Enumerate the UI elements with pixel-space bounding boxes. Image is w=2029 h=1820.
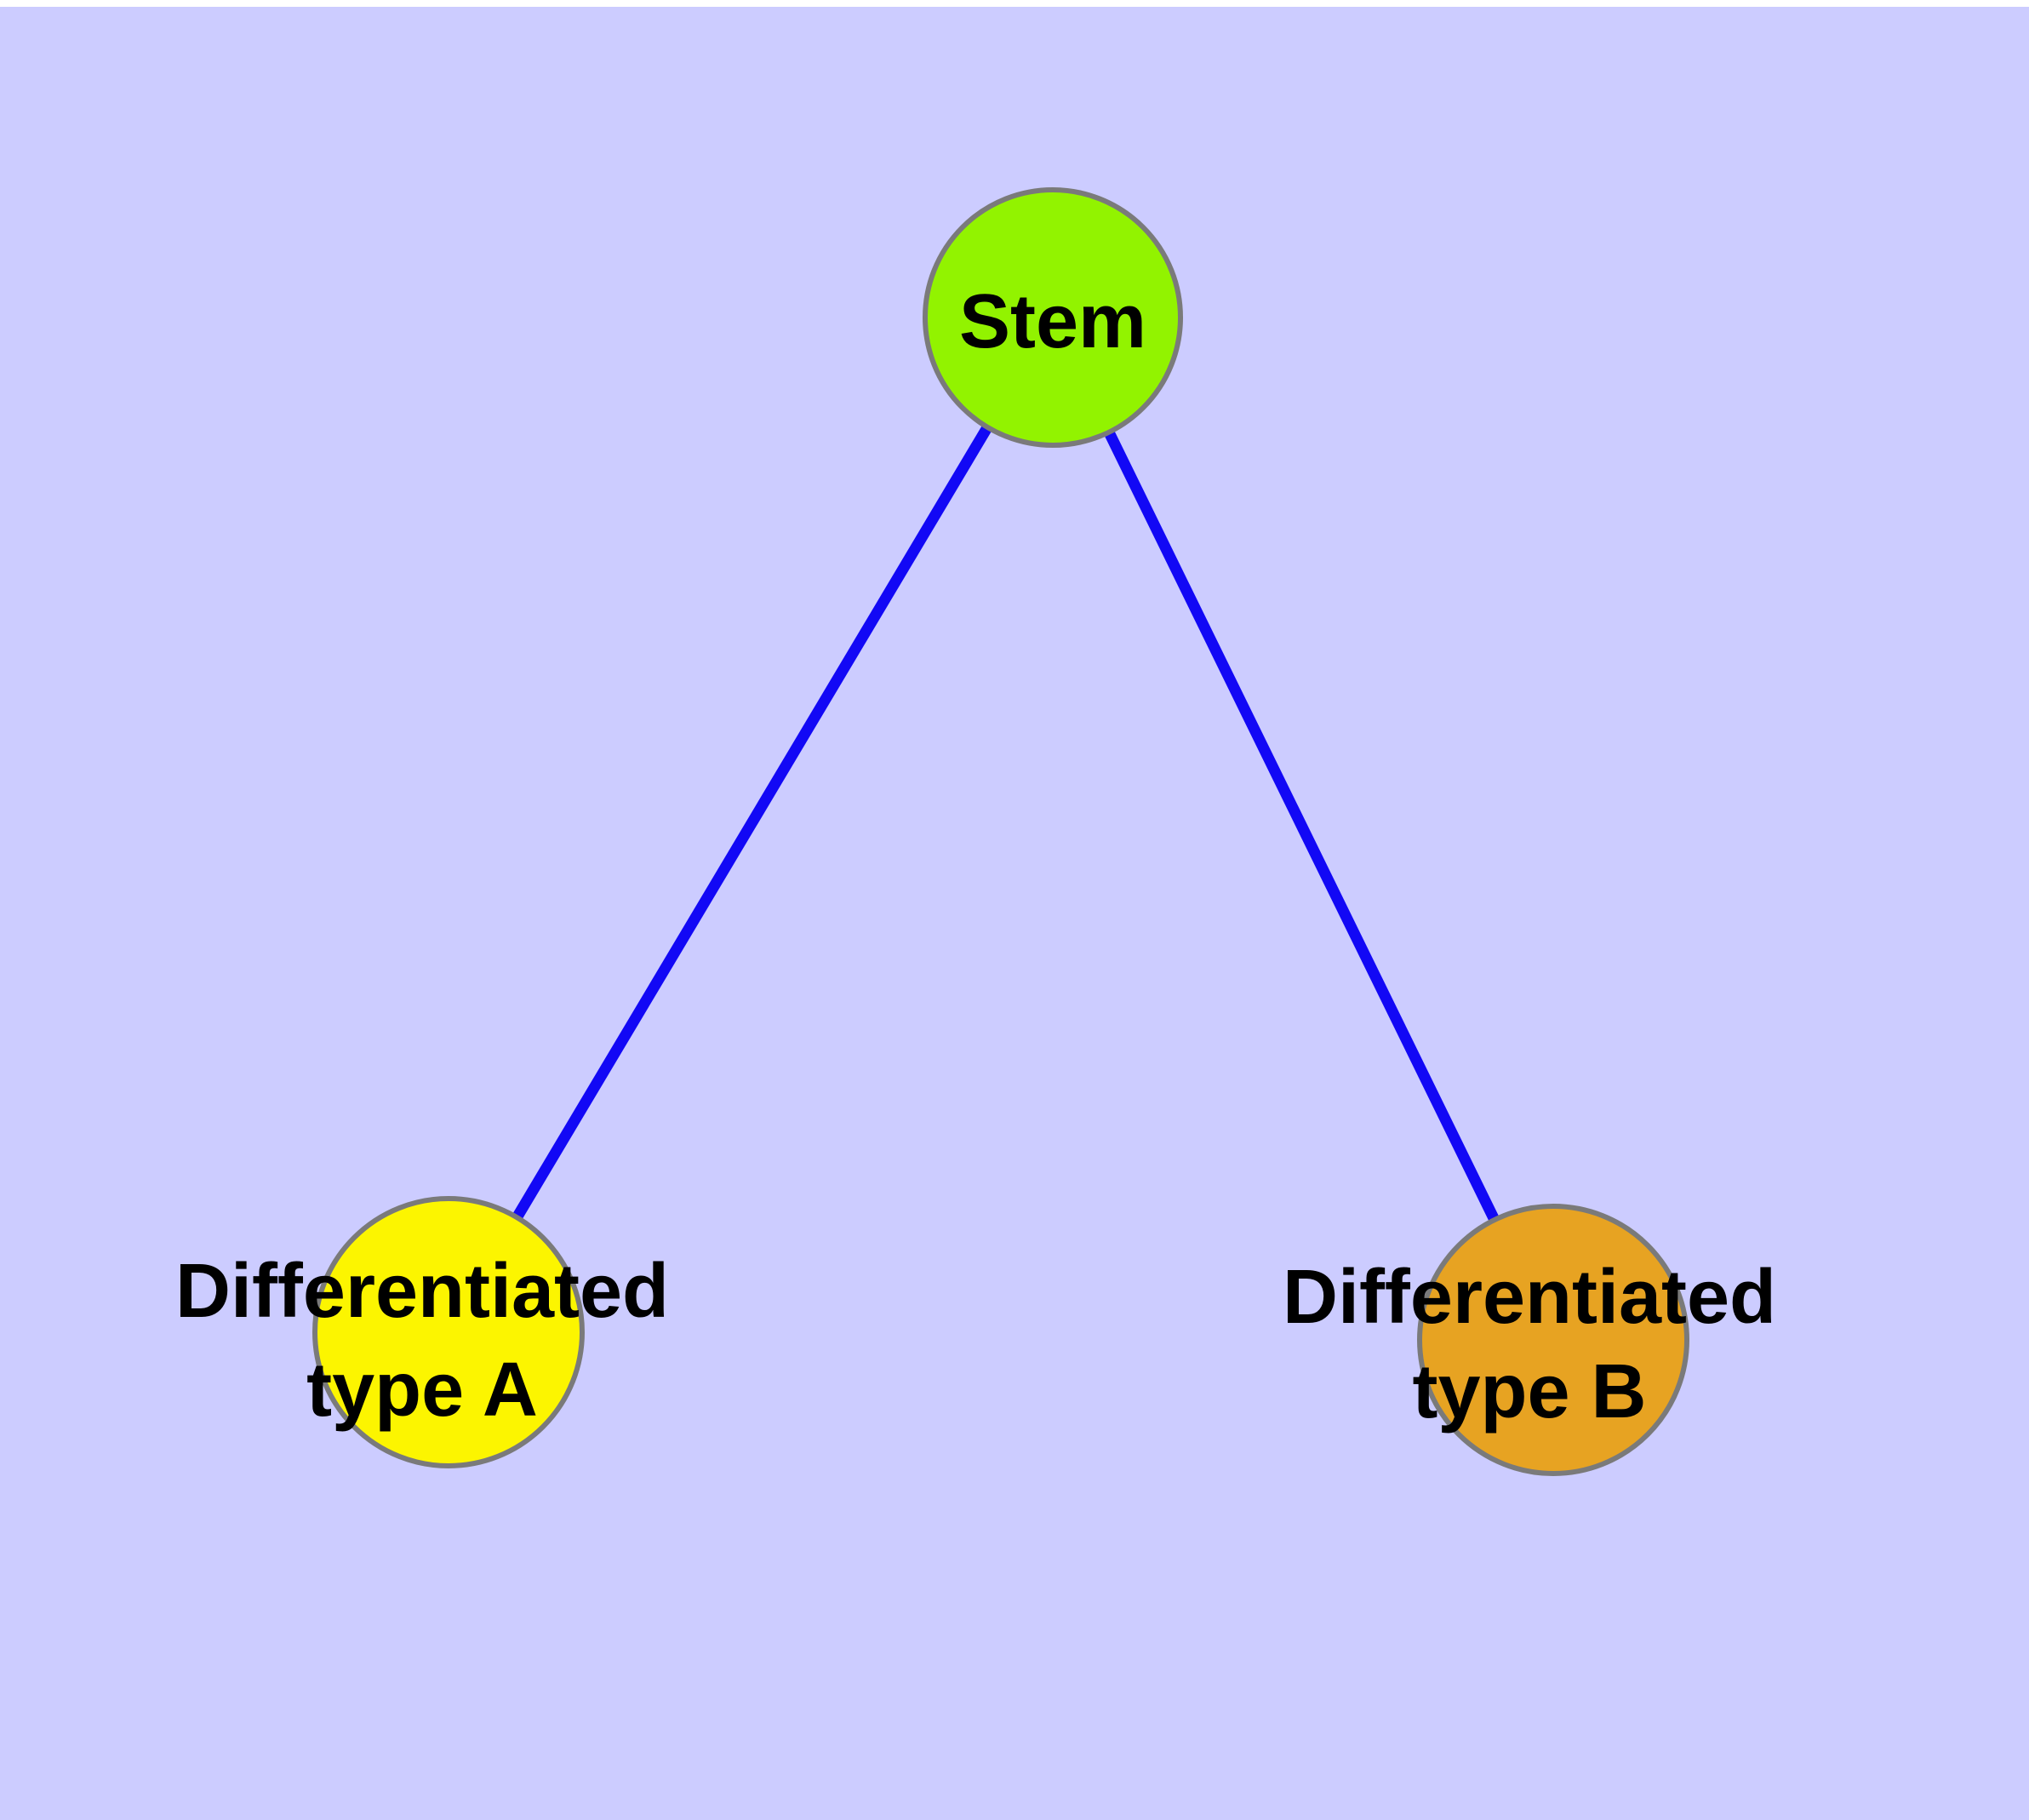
edge-stem-to-type-a — [443, 314, 1058, 1336]
node-type-b-circle — [1417, 1204, 1689, 1476]
node-type-a-circle — [312, 1196, 585, 1468]
edge-stem-to-type-b — [1048, 315, 1558, 1342]
node-type-b-label-line2: type B — [1412, 1349, 1646, 1434]
node-stem-circle — [923, 187, 1183, 448]
node-type-a-label-line1: Differentiated — [175, 1249, 669, 1334]
node-type-a-label-line2: type A — [306, 1348, 538, 1433]
node-type-b-label-line1: Differentiated — [1283, 1255, 1776, 1340]
node-stem-label: Stem — [959, 279, 1146, 364]
